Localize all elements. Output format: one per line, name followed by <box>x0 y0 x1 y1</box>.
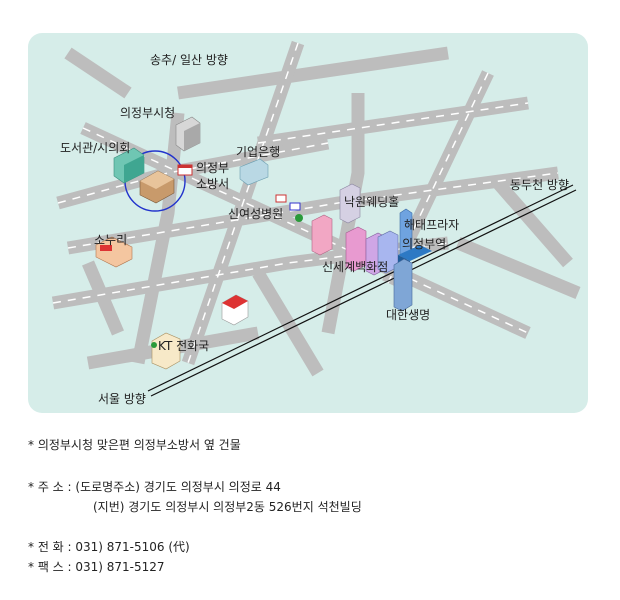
library-building <box>113 147 145 184</box>
hospital-building <box>275 194 303 222</box>
library-council-label: 도서관/시의회 <box>60 141 131 155</box>
dongducheon-direction-label: 동두천 방향 <box>510 178 570 192</box>
daehan-life-building <box>393 258 413 312</box>
road <box>493 178 573 268</box>
location-note: * 의정부시청 맞은편 의정부소방서 옆 건물 <box>28 438 241 452</box>
lot-address: (지번) 경기도 의정부시 의정부2동 526번지 석천빌딩 <box>93 500 362 514</box>
sinyeoseong-hospital-label: 신여성병원 <box>228 207 284 221</box>
nakwon-wedding-label: 낙원웨딩홀 <box>344 195 400 209</box>
railway-line <box>147 184 577 397</box>
kt-office-label: KT 전화국 <box>158 339 210 353</box>
shinsegae-label: 신세계백화점 <box>322 260 389 274</box>
road-network <box>51 40 581 397</box>
city-hall-label: 의정부시청 <box>120 106 176 120</box>
sonuri-building <box>95 236 133 268</box>
fire-station-building <box>177 164 193 176</box>
road <box>177 46 449 100</box>
road <box>321 93 365 335</box>
road <box>82 260 124 336</box>
target-building <box>139 170 175 204</box>
fax-number: * 팩 스 : 031) 871-5127 <box>28 560 165 574</box>
ibk-bank-label: 기업은행 <box>236 145 281 159</box>
kt-office-building <box>151 332 181 370</box>
road <box>131 112 185 365</box>
fire-station-label-line1: 의정부 <box>196 161 230 175</box>
songchu-ilsan-direction-label: 송추/ 일산 방향 <box>150 53 228 67</box>
seoul-direction-label: 서울 방향 <box>98 392 146 406</box>
road <box>64 47 132 99</box>
location-map: 송추/ 일산 방향 의정부시청 도서관/시의회 의정부 소방서 기업은행 신여성… <box>28 33 588 413</box>
ibk-bank-building <box>239 158 269 186</box>
road-address: * 주 소 : (도로명주소) 경기도 의정부시 의정로 44 <box>28 480 281 494</box>
phone-number: * 전 화 : 031) 871-5106 (代) <box>28 540 190 554</box>
nakwon-building <box>339 183 361 224</box>
small-shop-building <box>221 294 249 326</box>
city-hall-building <box>175 116 201 152</box>
haitai-plaza-label: 해태프라자 <box>404 218 460 232</box>
uijeongbu-station-label: 의정부역 <box>402 237 447 251</box>
fire-station-label-line2: 소방서 <box>196 177 230 191</box>
pink-tower-buildings <box>311 214 399 276</box>
road <box>455 237 581 299</box>
daehan-life-label: 대한생명 <box>386 308 431 322</box>
sonuri-label: 소누리 <box>94 233 128 247</box>
